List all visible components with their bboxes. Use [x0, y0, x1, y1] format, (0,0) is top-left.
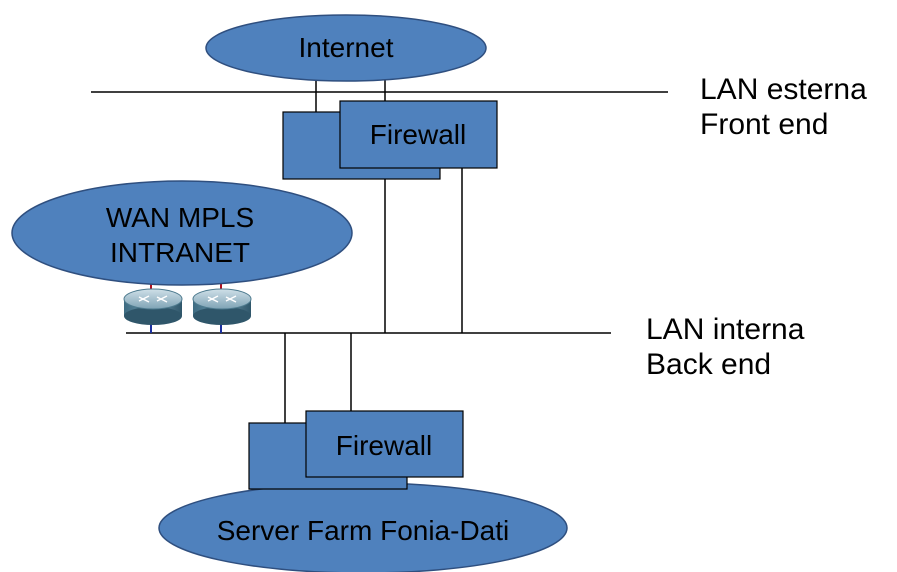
wan-label-line2: INTRANET [110, 237, 250, 268]
internet-label: Internet [299, 32, 394, 63]
firewall-back: Firewall [248, 410, 464, 490]
server-farm-label: Server Farm Fonia-Dati [217, 515, 510, 546]
router-icon [123, 288, 183, 325]
wan-mpls-node: WAN MPLS INTRANET [11, 180, 353, 286]
lan-esterna-label: LAN esterna Front end [700, 72, 867, 142]
lan-esterna-line2: Front end [700, 108, 829, 141]
firewall-front-label: Firewall [370, 119, 466, 150]
lan-interna-line2: Back end [646, 348, 772, 381]
lan-interna-label: LAN interna Back end [646, 312, 804, 382]
router-icon [192, 288, 252, 325]
firewall-front: Firewall [282, 100, 498, 180]
wan-label-line1: WAN MPLS [106, 202, 254, 233]
lan-esterna-line1: LAN esterna [700, 73, 867, 106]
lan-interna-line1: LAN interna [646, 313, 805, 346]
internet-node: Internet [205, 14, 487, 82]
firewall-back-label: Firewall [336, 430, 432, 461]
